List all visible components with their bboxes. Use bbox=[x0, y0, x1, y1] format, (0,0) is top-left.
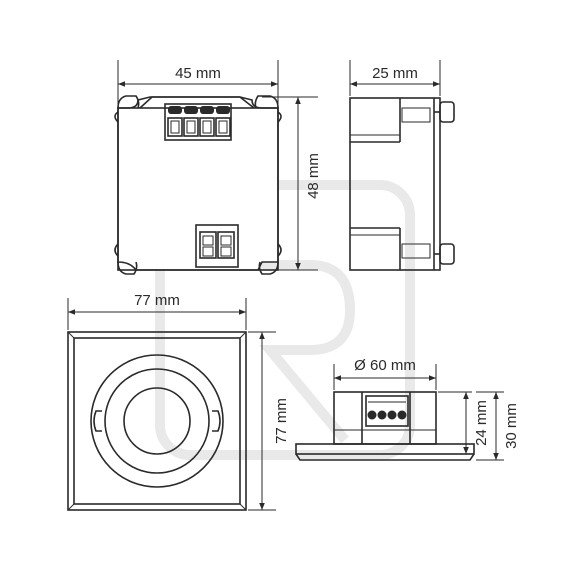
dim-24mm-label: 24 mm bbox=[473, 400, 490, 446]
dim-30mm-label: 30 mm bbox=[503, 403, 520, 449]
terminal-block-top bbox=[167, 106, 231, 137]
watermark-logo bbox=[155, 180, 415, 460]
module-side-view bbox=[349, 97, 455, 271]
dim-77mm-height-label: 77 mm bbox=[273, 398, 290, 444]
dim-24mm: 24 mm bbox=[438, 391, 490, 455]
dim-77mm-height: 77 mm bbox=[248, 331, 290, 511]
dim-77mm-width-label: 77 mm bbox=[134, 292, 180, 309]
dim-48mm: 48 mm bbox=[262, 96, 322, 271]
dim-30mm: 30 mm bbox=[476, 391, 520, 461]
module-top-view bbox=[114, 95, 282, 275]
terminal-block-bottom bbox=[195, 224, 239, 268]
dim-60mm: Ø 60 mm bbox=[333, 357, 437, 390]
cover-front-view bbox=[67, 331, 247, 511]
dim-60mm-label: Ø 60 mm bbox=[354, 357, 416, 374]
dim-25mm-label: 25 mm bbox=[372, 65, 418, 82]
dim-45mm-label: 45 mm bbox=[175, 65, 221, 82]
dim-25mm: 25 mm bbox=[349, 60, 441, 96]
cover-side-view bbox=[295, 391, 475, 461]
terminal-block-side bbox=[365, 395, 409, 427]
dim-48mm-label: 48 mm bbox=[305, 153, 322, 199]
dim-77mm-width: 77 mm bbox=[67, 292, 247, 330]
